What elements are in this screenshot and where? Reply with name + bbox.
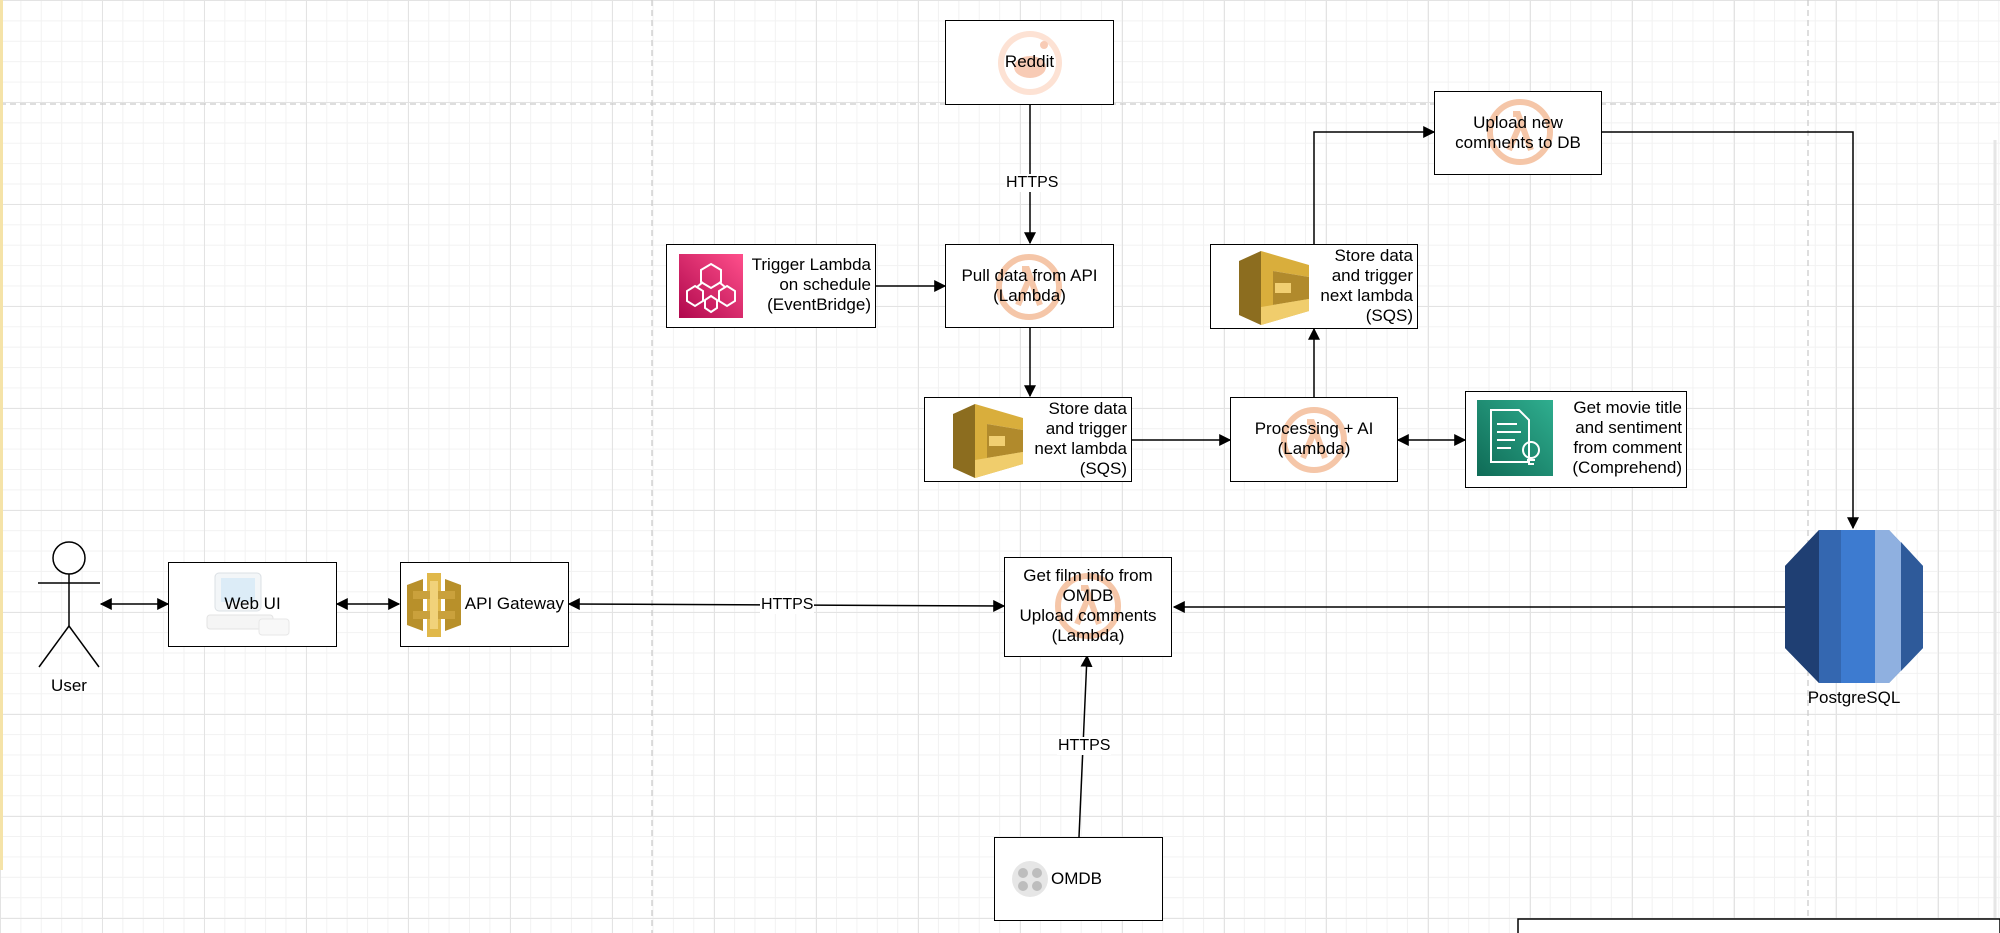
edge-upload-postgres bbox=[1602, 131, 1859, 530]
api-gateway-label: API Gateway bbox=[464, 594, 564, 613]
api-gateway-icon bbox=[407, 573, 461, 637]
reddit-label: Reddit bbox=[1004, 52, 1055, 71]
store-data-2-label: Store data and trigger next lambda (SQS) bbox=[1320, 246, 1413, 325]
reddit-icon bbox=[998, 31, 1062, 95]
omdb-box[interactable]: OMDB bbox=[994, 837, 1163, 921]
sqs-icon bbox=[953, 404, 1023, 478]
comprehend-box[interactable]: Get movie title and sentiment from comme… bbox=[1465, 391, 1687, 488]
computer-icon bbox=[206, 572, 290, 636]
get-film-info-label: Get film info from OMDB Upload comments … bbox=[1019, 566, 1157, 645]
web-ui-box[interactable]: Web UI bbox=[168, 562, 337, 647]
edge-label-omdb-https: HTTPS bbox=[1057, 737, 1112, 755]
pull-data-label: Pull data from API (Lambda) bbox=[961, 266, 1098, 305]
comprehend-label: Get movie title and sentiment from comme… bbox=[1572, 398, 1682, 477]
reddit-box[interactable]: Reddit bbox=[945, 20, 1114, 105]
lambda-icon bbox=[1055, 573, 1121, 639]
lambda-icon bbox=[1487, 99, 1553, 165]
store-data-sqs-box-1[interactable]: Store data and trigger next lambda (SQS) bbox=[924, 397, 1132, 482]
pull-data-lambda-box[interactable]: Pull data from API (Lambda) bbox=[945, 244, 1114, 328]
upload-comments-lambda-box[interactable]: Upload new comments to DB bbox=[1434, 91, 1602, 175]
edge-store2-upload bbox=[1313, 126, 1436, 244]
processing-label: Processing + AI (Lambda) bbox=[1254, 419, 1374, 458]
rds-database-icon[interactable] bbox=[1783, 528, 1925, 685]
edge-label-gateway-https: HTTPS bbox=[760, 596, 815, 614]
omdb-icon bbox=[1012, 861, 1048, 897]
user-stick-figure-icon[interactable] bbox=[34, 538, 104, 670]
lambda-icon bbox=[996, 254, 1062, 320]
edge-label-reddit-https: HTTPS bbox=[1005, 174, 1060, 192]
trigger-lambda-box[interactable]: Trigger Lambda on schedule (EventBridge) bbox=[666, 244, 876, 328]
lambda-icon bbox=[1281, 407, 1347, 473]
sqs-icon bbox=[1239, 251, 1309, 325]
upload-comments-label: Upload new comments to DB bbox=[1455, 113, 1581, 152]
store-data-1-label: Store data and trigger next lambda (SQS) bbox=[1034, 399, 1127, 478]
api-gateway-box[interactable]: API Gateway bbox=[400, 562, 569, 647]
postgresql-label: PostgreSQL bbox=[1807, 688, 1901, 707]
store-data-sqs-box-2[interactable]: Store data and trigger next lambda (SQS) bbox=[1210, 244, 1418, 329]
eventbridge-icon bbox=[679, 254, 743, 318]
trigger-lambda-label: Trigger Lambda on schedule (EventBridge) bbox=[751, 255, 871, 314]
get-film-info-lambda-box[interactable]: Get film info from OMDB Upload comments … bbox=[1004, 557, 1172, 657]
web-ui-label: Web UI bbox=[224, 594, 281, 613]
omdb-label: OMDB bbox=[1051, 869, 1102, 888]
comprehend-icon bbox=[1477, 400, 1553, 476]
processing-lambda-box[interactable]: Processing + AI (Lambda) bbox=[1230, 397, 1398, 482]
user-label: User bbox=[51, 676, 87, 695]
